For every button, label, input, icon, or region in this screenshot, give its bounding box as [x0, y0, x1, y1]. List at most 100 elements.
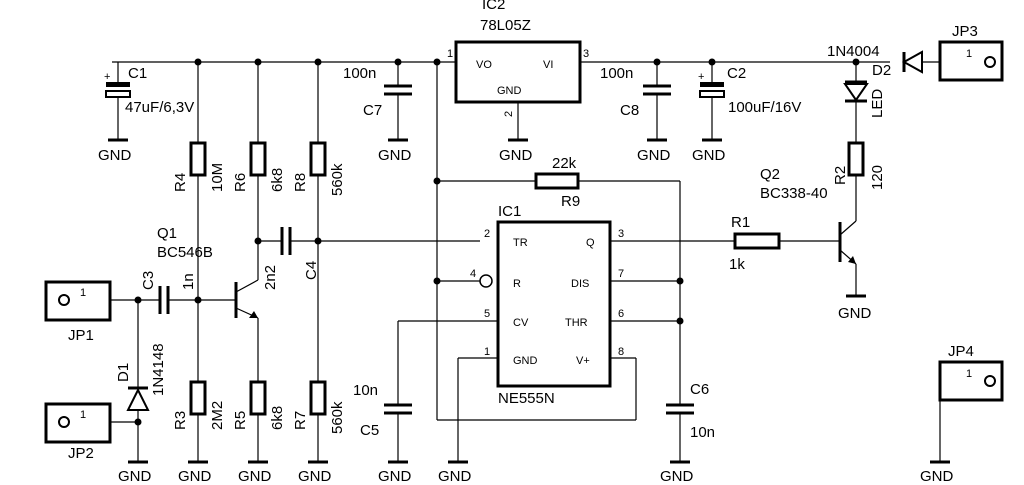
svg-text:D1: D1 — [115, 363, 132, 382]
r5-resistor: R5 6k8 GND — [232, 318, 286, 485]
svg-text:V+: V+ — [576, 355, 590, 367]
svg-text:47uF/6,3V: 47uF/6,3V — [125, 99, 194, 116]
svg-text:Q2: Q2 — [760, 166, 780, 183]
jp2-connector: 1 JP2 — [44, 402, 138, 462]
svg-text:1: 1 — [484, 346, 490, 358]
d2-diode: 1N4004 — [827, 43, 923, 74]
svg-text:7: 7 — [618, 268, 624, 280]
svg-text:100n: 100n — [343, 65, 376, 82]
svg-text:GND: GND — [499, 147, 533, 164]
svg-text:2: 2 — [484, 228, 490, 240]
svg-text:CV: CV — [513, 317, 529, 329]
svg-text:C6: C6 — [690, 381, 709, 398]
svg-text:GND: GND — [118, 468, 152, 485]
q2-transistor: Q2 BC338-40 GND — [760, 166, 872, 322]
svg-text:78L05Z: 78L05Z — [480, 17, 531, 34]
svg-text:R4: R4 — [172, 173, 189, 192]
r9-resistor: 22k R9 — [437, 155, 681, 405]
d1-diode: D1 1N4148 GND — [115, 300, 167, 485]
svg-text:1: 1 — [966, 368, 972, 380]
svg-text:GND: GND — [660, 468, 694, 485]
svg-text:GND: GND — [438, 468, 472, 485]
svg-text:1N4004: 1N4004 — [827, 43, 880, 60]
led: D2 LED — [843, 62, 891, 143]
ic2-gnd: GND — [499, 138, 533, 164]
svg-text:C3: C3 — [140, 271, 157, 290]
svg-text:2n2: 2n2 — [262, 265, 279, 290]
r4-resistor: R4 10M — [172, 62, 226, 382]
svg-text:NE555N: NE555N — [498, 390, 555, 407]
svg-text:Q1: Q1 — [157, 225, 177, 242]
svg-text:6k8: 6k8 — [269, 406, 286, 430]
ic1-timer: IC1 NE555N TR Q R DIS CV THR GND V+ 2 4 … — [470, 203, 624, 407]
svg-text:10n: 10n — [353, 382, 378, 399]
svg-text:1: 1 — [447, 48, 453, 60]
c6-capacitor: C6 10n GND — [660, 381, 715, 485]
svg-text:GND: GND — [238, 468, 272, 485]
svg-text:JP2: JP2 — [68, 445, 94, 462]
svg-text:GND: GND — [838, 305, 872, 322]
r7-resistor: R7 560k GND — [292, 380, 346, 485]
jp4-connector: 1 JP4 GND — [920, 343, 1004, 485]
svg-text:R7: R7 — [292, 411, 309, 430]
c4-capacitor: 2n2 C4 — [258, 227, 480, 290]
svg-text:R2: R2 — [832, 166, 849, 185]
svg-text:R: R — [513, 278, 521, 290]
svg-text:LED: LED — [869, 89, 886, 118]
svg-text:Q: Q — [586, 237, 595, 249]
c3-capacitor: C3 1n — [110, 271, 198, 314]
svg-text:560k: 560k — [329, 401, 346, 434]
svg-text:GND: GND — [98, 147, 132, 164]
svg-text:BC338-40: BC338-40 — [760, 185, 828, 202]
ic2-regulator: IC2 78L05Z VO VI GND 1 3 2 — [447, 0, 589, 140]
svg-text:4: 4 — [470, 268, 476, 280]
svg-text:JP4: JP4 — [948, 343, 974, 360]
r1-resistor: R1 1k — [610, 214, 840, 273]
svg-text:GND: GND — [298, 468, 332, 485]
svg-text:C1: C1 — [128, 65, 147, 82]
svg-text:1: 1 — [80, 287, 86, 299]
svg-text:100n: 100n — [600, 65, 633, 82]
svg-text:R8: R8 — [292, 173, 309, 192]
c8-capacitor: 100n C8 GND — [600, 62, 671, 164]
r6-resistor: R6 6k8 — [232, 62, 286, 280]
svg-text:1: 1 — [966, 48, 972, 60]
ic1-gnd: GND — [438, 460, 472, 485]
r3-resistor: R3 2M2 GND — [172, 380, 226, 485]
svg-text:GND: GND — [637, 147, 671, 164]
q1-transistor: Q1 BC546B — [157, 225, 259, 319]
svg-text:+: + — [104, 71, 110, 83]
svg-text:THR: THR — [565, 317, 588, 329]
svg-text:100uF/16V: 100uF/16V — [728, 99, 801, 116]
svg-text:VI: VI — [543, 59, 553, 71]
svg-text:C7: C7 — [363, 102, 382, 119]
svg-text:R1: R1 — [731, 214, 750, 231]
svg-text:+: + — [698, 71, 704, 83]
svg-text:GND: GND — [692, 147, 726, 164]
svg-text:JP1: JP1 — [68, 327, 94, 344]
svg-text:10n: 10n — [690, 424, 715, 441]
svg-text:1k: 1k — [729, 256, 745, 273]
svg-text:22k: 22k — [552, 155, 577, 172]
svg-text:2: 2 — [503, 111, 515, 117]
svg-text:IC1: IC1 — [498, 203, 521, 220]
svg-text:3: 3 — [583, 48, 589, 60]
jp1-connector: 1 JP1 — [44, 280, 112, 344]
svg-text:6k8: 6k8 — [269, 168, 286, 192]
svg-text:GND: GND — [378, 147, 412, 164]
svg-text:C8: C8 — [620, 102, 639, 119]
svg-text:DIS: DIS — [571, 278, 589, 290]
svg-text:1n: 1n — [180, 273, 197, 290]
junctions — [134, 58, 860, 426]
svg-text:R3: R3 — [172, 411, 189, 430]
reset-bubble — [479, 274, 493, 288]
svg-text:R5: R5 — [232, 411, 249, 430]
svg-text:10M: 10M — [209, 163, 226, 192]
svg-text:120: 120 — [869, 165, 886, 190]
svg-text:6: 6 — [618, 308, 624, 320]
c7-capacitor: 100n C7 GND — [343, 62, 412, 164]
svg-text:2M2: 2M2 — [209, 401, 226, 430]
c5-capacitor: 10n C5 GND — [353, 320, 498, 485]
svg-text:1N4148: 1N4148 — [150, 343, 167, 396]
